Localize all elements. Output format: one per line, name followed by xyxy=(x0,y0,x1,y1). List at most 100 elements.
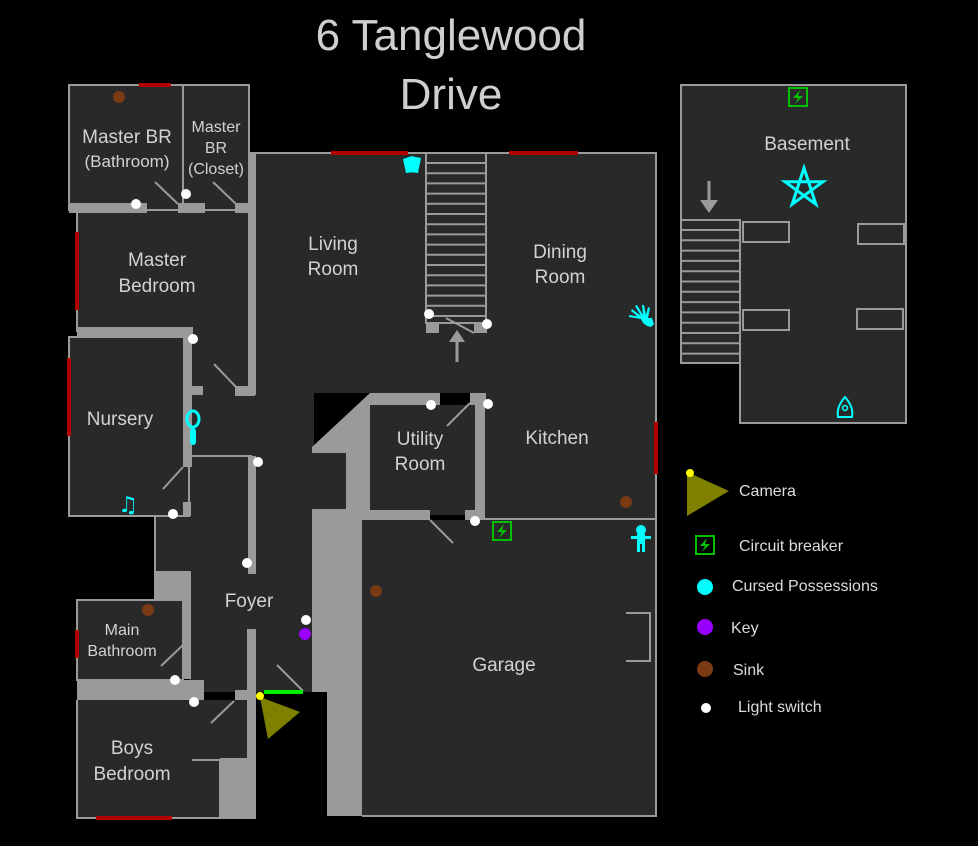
basement-staircase[interactable] xyxy=(680,219,741,364)
room-label-dining-room: Dining xyxy=(533,242,587,263)
key-icon[interactable] xyxy=(299,628,311,640)
legend-item-camera: Camera xyxy=(686,469,796,516)
room-label-utility-room-2: Room xyxy=(395,454,446,475)
light-switch-icon xyxy=(482,319,492,329)
legend-item-sink: Sink xyxy=(697,661,765,679)
light-switch-icon xyxy=(168,509,178,519)
door xyxy=(276,664,304,692)
room-label-master-bedroom-2: Bedroom xyxy=(118,276,195,297)
light-switch-icon xyxy=(470,516,480,526)
sink-icon xyxy=(370,585,382,597)
door xyxy=(445,317,475,334)
room-label-living-room: Living xyxy=(308,234,358,255)
legend-label-cursed: Cursed Possessions xyxy=(732,578,878,595)
door xyxy=(210,700,235,724)
basement xyxy=(680,84,907,424)
room-label-main-bathroom: Main xyxy=(105,622,140,639)
room-label-master-br-closet-3: (Closet) xyxy=(188,161,244,178)
camera-legend-icon xyxy=(687,472,729,516)
room-label-boys-bedroom: Boys xyxy=(111,738,153,759)
room-label-kitchen: Kitchen xyxy=(525,428,588,449)
room-label-dining-room-2: Room xyxy=(535,267,586,288)
basement-table xyxy=(742,221,790,243)
ouija-board-icon[interactable] xyxy=(836,395,854,418)
house-walls xyxy=(69,153,487,819)
room-label-master-br-bathroom-sub: (Bathroom) xyxy=(84,152,169,171)
basement-table xyxy=(742,309,790,331)
room-labels: Master BR (Bathroom) Master BR (Closet) … xyxy=(82,119,850,785)
summoning-circle-icon[interactable] xyxy=(780,163,828,209)
legend-item-circuit-breaker: Circuit breaker xyxy=(695,535,844,555)
svg-text:♫: ♫ xyxy=(118,493,138,518)
room-label-master-bedroom: Master xyxy=(128,250,187,271)
legend-label-sink: Sink xyxy=(733,662,765,679)
light-switch-icon xyxy=(301,615,311,625)
main-staircase[interactable] xyxy=(425,152,487,324)
sinks xyxy=(113,91,632,616)
room-label-master-br-bathroom: Master BR xyxy=(82,127,172,148)
circuit-breaker-icon[interactable] xyxy=(492,521,512,541)
sink-legend-icon xyxy=(697,661,713,677)
circuit-breaker-legend-icon xyxy=(695,535,715,555)
utility-room-floor xyxy=(370,405,475,515)
light-switch-icon xyxy=(170,675,180,685)
door xyxy=(154,181,179,205)
legend-label-camera: Camera xyxy=(739,483,796,500)
light-switch-icon xyxy=(188,334,198,344)
light-switch-icon xyxy=(483,399,493,409)
music-box-icon[interactable]: ♫ xyxy=(118,493,138,518)
tarot-cards-icon[interactable] xyxy=(403,156,421,173)
door xyxy=(429,519,454,544)
light-switch-icon xyxy=(424,309,434,319)
key-legend-icon xyxy=(697,619,713,635)
stairs-down-arrow xyxy=(700,181,718,213)
light-switch-icon xyxy=(131,199,141,209)
windows xyxy=(67,83,658,820)
room-label-garage: Garage xyxy=(472,655,535,676)
nursery-floor xyxy=(69,337,189,516)
light-switch-icon xyxy=(189,697,199,707)
door xyxy=(162,466,184,490)
master-br-bathroom-floor xyxy=(69,85,249,210)
map-title-line2: Drive xyxy=(400,70,503,119)
door xyxy=(213,363,237,388)
room-label-boys-bedroom-2: Bedroom xyxy=(93,764,170,785)
room-label-main-bathroom-2: Bathroom xyxy=(87,643,156,660)
door xyxy=(212,181,237,205)
light-switches xyxy=(131,189,493,707)
sink-icon xyxy=(113,91,125,103)
haunted-mirror-icon[interactable] xyxy=(185,409,201,445)
light-switch-icon xyxy=(426,400,436,410)
room-label-basement: Basement xyxy=(764,134,850,155)
garage-floor xyxy=(362,520,656,816)
room-label-nursery: Nursery xyxy=(87,409,154,430)
closet-floor xyxy=(155,516,190,571)
legend-label-circuit-breaker: Circuit breaker xyxy=(739,538,844,555)
camera-icon[interactable] xyxy=(256,692,300,739)
basement-table xyxy=(856,308,904,330)
circuit-breaker-icon[interactable] xyxy=(788,87,808,107)
light-switch-legend-icon xyxy=(701,703,711,713)
basement-table xyxy=(857,223,905,245)
door xyxy=(160,644,184,667)
stairs-up-arrow xyxy=(449,330,465,362)
light-switch-icon xyxy=(181,189,191,199)
legend-item-light-switch: Light switch xyxy=(701,699,822,716)
room-label-master-br-closet: Master xyxy=(192,119,242,136)
sink-icon xyxy=(620,496,632,508)
voodoo-hand-icon[interactable] xyxy=(629,305,654,327)
legend-label-key: Key xyxy=(731,620,759,637)
main-bathroom-floor xyxy=(77,600,183,680)
cursed-legend-icon xyxy=(697,579,713,595)
door xyxy=(446,402,471,427)
doors xyxy=(154,181,475,724)
legend-item-cursed: Cursed Possessions xyxy=(697,578,878,595)
voodoo-doll-icon[interactable] xyxy=(631,525,651,552)
light-switch-icon xyxy=(253,457,263,467)
map-title-line1: 6 Tanglewood xyxy=(316,11,587,60)
legend-label-light-switch: Light switch xyxy=(738,699,822,716)
legend-item-key: Key xyxy=(697,619,759,637)
alcove-floor xyxy=(312,452,347,510)
room-label-utility-room: Utility xyxy=(397,429,444,450)
